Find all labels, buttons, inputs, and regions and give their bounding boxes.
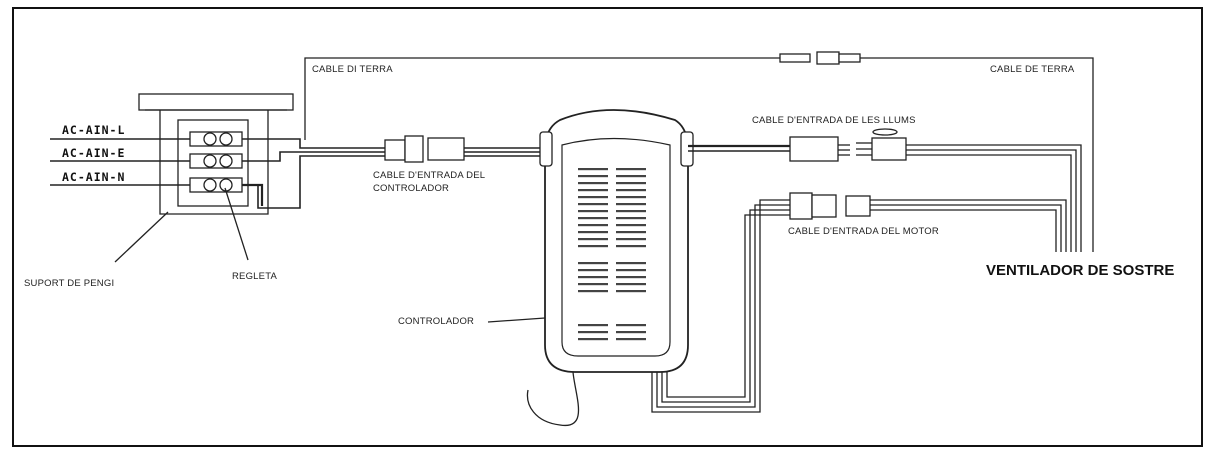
label-terminal-strip: REGLETA bbox=[232, 271, 278, 282]
diagram-frame bbox=[12, 7, 1203, 447]
motor-connector-b bbox=[845, 195, 871, 217]
label-ac-ain-l: AC-AIN-L bbox=[62, 123, 125, 137]
ground-wire bbox=[304, 57, 780, 140]
label-ground-cable-right: CABLE DE TERRA bbox=[990, 64, 1075, 75]
label-ceiling-fan: VENTILADOR DE SOSTRE bbox=[986, 262, 1174, 279]
label-controller: CONTROLADOR bbox=[398, 316, 474, 327]
label-controller-input-1: CABLE D'ENTRADA DEL bbox=[373, 170, 485, 181]
label-motor-input: CABLE D'ENTRADA DEL MOTOR bbox=[788, 226, 939, 237]
controller-input-connector-b bbox=[427, 137, 465, 161]
label-ac-ain-e: AC-AIN-E bbox=[62, 146, 125, 160]
label-ground-cable-left: CABLE DI TERRA bbox=[312, 64, 393, 75]
controller-antenna bbox=[526, 371, 580, 427]
label-controller-input-2: CONTROLADOR bbox=[373, 183, 449, 194]
ground-connector-right bbox=[816, 51, 840, 65]
controller-inner bbox=[561, 137, 671, 357]
motor-connector-a bbox=[789, 192, 813, 220]
ground-connector-left bbox=[779, 53, 811, 63]
label-light-input: CABLE D'ENTRADA DE LES LLUMS bbox=[752, 115, 916, 126]
label-mounting-bracket: SUPORT DE PENGI bbox=[24, 278, 114, 289]
mounting-bracket bbox=[159, 110, 269, 215]
mounting-bracket-top bbox=[138, 93, 294, 111]
controller-input-connector-a bbox=[384, 139, 406, 161]
light-connector-b bbox=[871, 137, 907, 161]
controller-vents bbox=[578, 168, 646, 341]
label-ac-ain-n: AC-AIN-N bbox=[62, 170, 125, 184]
light-connector-a bbox=[789, 136, 839, 162]
